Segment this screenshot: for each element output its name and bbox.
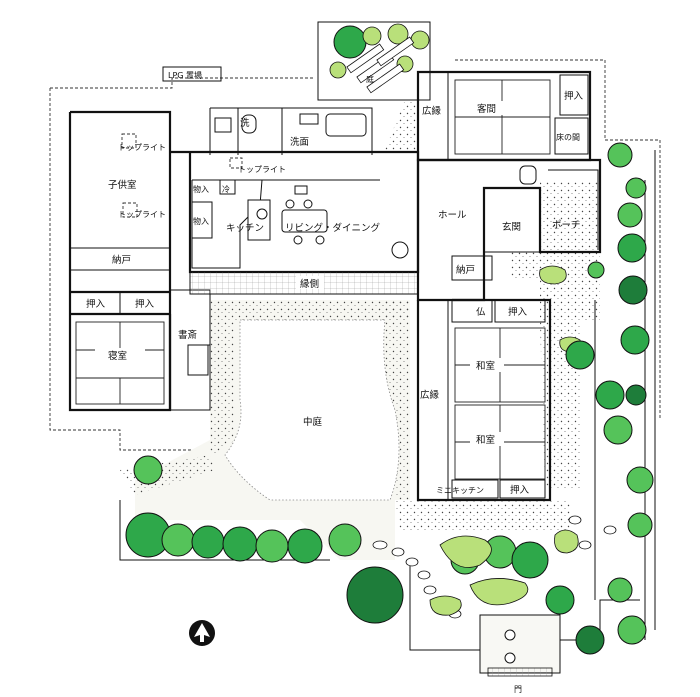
- shosai-label: 書斎: [178, 329, 198, 341]
- shinshitsu-tatami: [75, 321, 165, 405]
- kyakuma-label: 客間: [477, 103, 496, 115]
- kyakuma-tatami: [454, 79, 551, 155]
- living-label: リビング・ダイニング: [285, 222, 381, 234]
- kouen-1-label: 広縁: [422, 105, 442, 117]
- nando-1-label: 納戸: [112, 254, 131, 266]
- niwa-top-label: 庭: [366, 74, 374, 84]
- oshiire-2-label: 押入: [135, 298, 155, 310]
- oshiire-1-label: 押入: [86, 298, 106, 310]
- genkan-label: 玄関: [502, 221, 521, 233]
- courtyard: 中庭: [224, 319, 400, 501]
- west-wing: トップライト トップライト 子供室 納戸 押入 押入 寝室 書斎: [68, 110, 211, 412]
- washitsu-1-label: 和室: [476, 360, 495, 372]
- butsuiri-1-label: 物入: [193, 184, 209, 194]
- lpg-label: LPG 置場: [168, 70, 202, 80]
- rei-label: 冷: [222, 184, 230, 194]
- mon-label: 門: [514, 685, 522, 694]
- oshiire-5-label: 押入: [510, 484, 530, 496]
- oshiire-3-label: 押入: [564, 90, 584, 102]
- central-block: 洗 洗面 トップライト 物入 冷 物入 キッチン リビング・ダイニング 縁側: [170, 107, 420, 295]
- tokonoma-label: 床の間: [556, 132, 580, 142]
- porch-label: ポーチ: [552, 220, 581, 231]
- engawa-mid-label: 縁側: [300, 278, 319, 290]
- east-wing: 広縁 客間 押入 床の間 ホール 玄関 ポーチ 納戸 広縁 仏 押入: [416, 70, 602, 502]
- nando-2-label: 納戸: [456, 264, 475, 276]
- toplight-3-label: トップライト: [238, 165, 286, 174]
- sen-label: 洗: [240, 117, 250, 129]
- minikitchen-label: ミニキッチン: [436, 486, 484, 495]
- toplight-1-label: トップライト: [118, 143, 166, 152]
- hall-label: ホール: [438, 210, 467, 221]
- lpg-storage: LPG 置場: [162, 66, 222, 82]
- dining-furniture: [281, 185, 409, 259]
- senmen-label: 洗面: [290, 136, 309, 148]
- north-arrow-icon: [189, 620, 215, 646]
- kodomo-label: 子供室: [108, 179, 137, 191]
- top-garden: 庭: [317, 21, 431, 101]
- butsu-label: 仏: [476, 307, 486, 318]
- trees-east: [565, 142, 654, 538]
- kouen-2-label: 広縁: [420, 389, 440, 401]
- kitchen-label: キッチン: [226, 223, 264, 234]
- oshiire-4-label: 押入: [508, 306, 528, 318]
- washitsu-2-label: 和室: [476, 434, 495, 446]
- butsuiri-2-label: 物入: [193, 216, 209, 226]
- toplight-2-label: トップライト: [118, 210, 166, 219]
- nakaniwa-label: 中庭: [303, 416, 323, 428]
- shinshitsu-label: 寝室: [108, 350, 127, 362]
